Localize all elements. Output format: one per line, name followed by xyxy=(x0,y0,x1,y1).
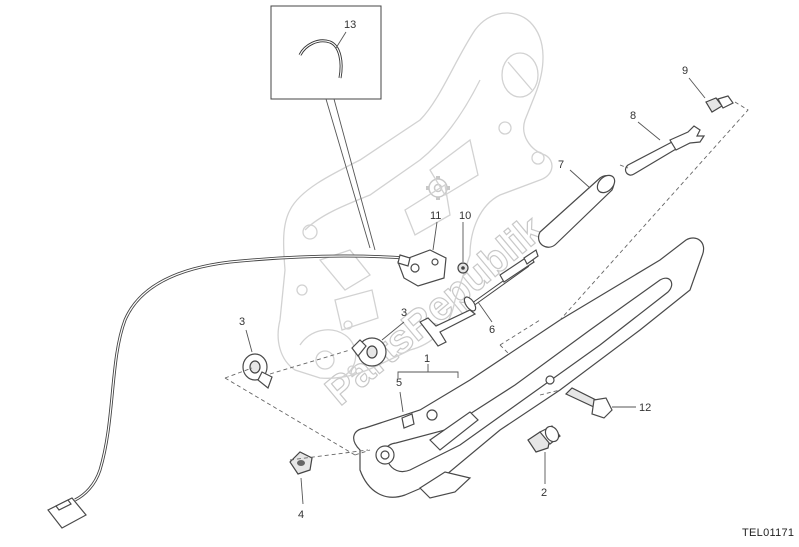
callout-10: 10 xyxy=(459,210,471,222)
bushings xyxy=(242,321,405,505)
callout-8: 8 xyxy=(630,110,636,122)
assembly-axes xyxy=(224,101,749,461)
sensor-cable xyxy=(47,254,406,529)
spring-hook-rod xyxy=(419,249,539,347)
callouts: 1 2 3 3 4 5 6 7 8 9 10 11 12 13 xyxy=(239,19,688,521)
callout-3-left: 3 xyxy=(239,316,245,328)
callout-2: 2 xyxy=(541,487,547,499)
stand-bolt xyxy=(527,425,561,484)
callout-6: 6 xyxy=(489,324,495,336)
callout-1: 1 xyxy=(424,353,430,365)
callout-4: 4 xyxy=(298,509,304,521)
stand-switch xyxy=(397,221,469,287)
callout-3-right: 3 xyxy=(401,307,407,319)
side-stand xyxy=(353,237,705,499)
spring-pin xyxy=(624,121,706,176)
reference-code: TEL01171 xyxy=(742,527,794,539)
callout-5: 5 xyxy=(396,377,402,389)
pivot-bolt xyxy=(564,387,636,419)
callout-12: 12 xyxy=(639,402,651,414)
callout-13: 13 xyxy=(344,19,356,31)
frame-bracket xyxy=(277,12,553,379)
pin-nut xyxy=(688,77,734,113)
rubber-plug xyxy=(399,391,415,429)
callout-9: 9 xyxy=(682,65,688,77)
spring-sleeve xyxy=(538,169,616,248)
inset-box xyxy=(270,5,382,251)
callout-11: 11 xyxy=(430,210,441,222)
callout-7: 7 xyxy=(558,159,564,171)
